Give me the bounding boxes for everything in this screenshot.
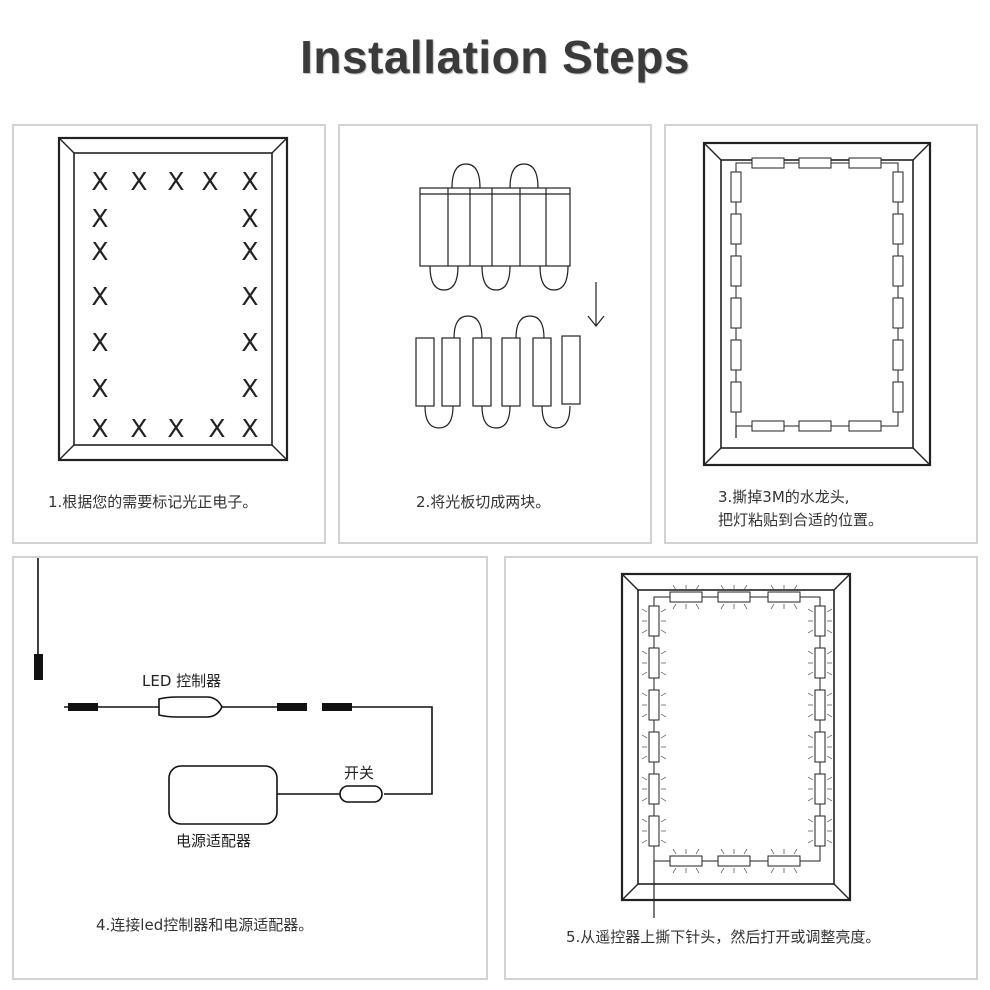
step-3-caption-line-2: 把灯粘贴到合适的位置。 [718, 511, 884, 529]
controller-label: LED 控制器 [142, 672, 222, 690]
led-module [641, 773, 667, 805]
step-4-panel: LED 控制器 开关 电源适配器 4.连接led控制器和电源适配器。 [12, 556, 488, 980]
mark-x: X [241, 374, 258, 403]
mark-x: X [91, 167, 108, 196]
led-module [807, 647, 833, 679]
step-5-caption: 5.从遥控器上撕下针头，然后打开或调整亮度。 [566, 928, 881, 946]
led-module [807, 605, 833, 637]
mark-x: X [241, 237, 258, 266]
mark-x: X [130, 167, 147, 196]
mark-x: X [208, 414, 225, 443]
step-3-attach-illustration [702, 141, 932, 467]
step-3-panel: 3.撕掉3M的水龙头, 把灯粘贴到合适的位置。 [664, 124, 978, 544]
mark-x: X [91, 237, 108, 266]
mark-x: X [91, 374, 108, 403]
mark-x: X [241, 204, 258, 233]
step-2-cut-illustration [415, 163, 605, 429]
led-module [807, 815, 833, 847]
led-module [641, 605, 667, 637]
mark-x: X [241, 414, 258, 443]
lit-led-modules [641, 584, 833, 874]
led-module [641, 731, 667, 763]
led-module [641, 815, 667, 847]
led-module [669, 848, 703, 874]
step-4-wiring-illustration [34, 558, 433, 825]
step-4-caption: 4.连接led控制器和电源适配器。 [96, 916, 314, 934]
step-2-panel: 2.将光板切成两块。 [338, 124, 652, 544]
mark-x: X [91, 328, 108, 357]
led-module [641, 689, 667, 721]
led-module [807, 773, 833, 805]
led-module [669, 584, 703, 610]
led-module [717, 848, 751, 874]
led-module [807, 689, 833, 721]
mark-x: X [241, 282, 258, 311]
mark-x: X [130, 414, 147, 443]
step-1-caption: 1.根据您的需要标记光正电子。 [48, 493, 258, 511]
power-adapter-label: 电源适配器 [176, 832, 252, 850]
led-module [767, 584, 801, 610]
mark-x: X [241, 328, 258, 357]
led-module [641, 647, 667, 679]
mark-x: X [167, 414, 184, 443]
mark-x: X [91, 282, 108, 311]
step-3-caption-line-1: 3.撕掉3M的水龙头, [718, 488, 850, 506]
step-5-lit-illustration [620, 572, 852, 918]
led-module [767, 848, 801, 874]
page-title: Installation Steps [300, 31, 690, 83]
step-2-caption: 2.将光板切成两块。 [416, 493, 551, 511]
mark-x: X [91, 204, 108, 233]
led-module [807, 731, 833, 763]
switch-label: 开关 [344, 764, 375, 782]
mark-x: X [241, 167, 258, 196]
led-module [717, 584, 751, 610]
mark-x: X [167, 167, 184, 196]
mark-x: X [201, 167, 218, 196]
step-5-panel: 5.从遥控器上撕下针头，然后打开或调整亮度。 [504, 556, 978, 980]
mark-x: X [91, 414, 108, 443]
